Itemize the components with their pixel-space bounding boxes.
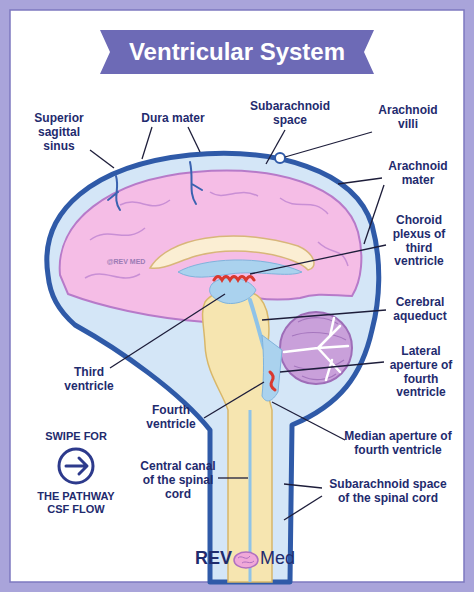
logo-text: REV	[176, 548, 232, 569]
swipe-arrow	[66, 458, 87, 474]
leader-line	[250, 245, 386, 274]
anatomy-label: Third ventricle	[56, 366, 122, 394]
leader-line	[218, 477, 248, 478]
anatomy-label: Dura mater	[128, 112, 218, 126]
leader-line	[90, 150, 114, 168]
inner-panel	[10, 10, 464, 582]
cerebral-aqueduct	[250, 300, 264, 348]
watermark: @REV MED	[96, 258, 156, 266]
gyrus-line	[90, 228, 145, 240]
leader-line	[284, 496, 322, 520]
gyrus-line	[85, 274, 140, 278]
leader-line	[188, 127, 200, 152]
anatomy-label: Choroid plexus of third ventricle	[386, 214, 452, 269]
leader-line	[272, 402, 345, 440]
leader-lines	[90, 127, 386, 520]
leader-line	[204, 382, 264, 418]
anatomy-label: Arachnoid villi	[372, 104, 444, 132]
gyrus-line	[210, 192, 258, 196]
lateral-ventricle	[178, 260, 302, 277]
gyri	[85, 192, 348, 278]
anatomy-label: Lateral aperture of fourth ventricle	[382, 345, 460, 400]
leader-line	[266, 130, 285, 164]
gyrus-line	[280, 198, 328, 214]
folium-line	[302, 374, 336, 380]
folium-line	[292, 333, 346, 340]
logo-text: Med	[260, 548, 316, 569]
leader-line	[280, 362, 384, 372]
cerebellum	[280, 312, 352, 384]
leader-line	[110, 294, 225, 368]
choroid-plexus	[270, 372, 275, 390]
anatomy-label: Fourth ventricle	[138, 404, 204, 432]
leader-line	[364, 185, 384, 244]
anatomy-label: Subarachnoid space	[240, 100, 340, 128]
gyrus-line	[120, 200, 170, 206]
anatomy-label: Arachnoid mater	[382, 160, 454, 188]
title: Ventricular System	[129, 38, 345, 66]
swipe-arrow-circle	[59, 449, 93, 483]
arachnoid-villus	[275, 153, 285, 163]
swipe-note: SWIPE FOR	[38, 430, 114, 443]
anatomy-label: Superior sagittal sinus	[26, 112, 92, 153]
choroid-plexus	[214, 277, 254, 281]
vein	[190, 162, 202, 204]
vein	[108, 176, 120, 210]
leader-line	[142, 127, 152, 159]
anatomy-label: Median aperture of fourth ventricle	[338, 430, 458, 458]
logo-brain-detail	[238, 556, 254, 563]
leader-line	[285, 132, 372, 157]
brainstem-spinal-cord	[203, 290, 272, 582]
title-banner: Ventricular System	[100, 30, 374, 74]
anatomy-label: Central canal of the spinal cord	[138, 460, 218, 501]
anatomy-label: Subarachnoid space of the spinal cord	[322, 478, 454, 506]
cortical-veins	[108, 162, 202, 210]
anatomy-label: Cerebral aqueduct	[386, 296, 454, 324]
leader-line	[338, 178, 382, 184]
title-banner-shape	[100, 30, 374, 74]
logo-brain-icon	[234, 552, 258, 568]
fourth-ventricle	[262, 335, 282, 401]
leader-line	[284, 484, 322, 488]
swipe-note: THE PATHWAY CSF FLOW	[34, 490, 118, 515]
leader-line	[262, 310, 386, 320]
